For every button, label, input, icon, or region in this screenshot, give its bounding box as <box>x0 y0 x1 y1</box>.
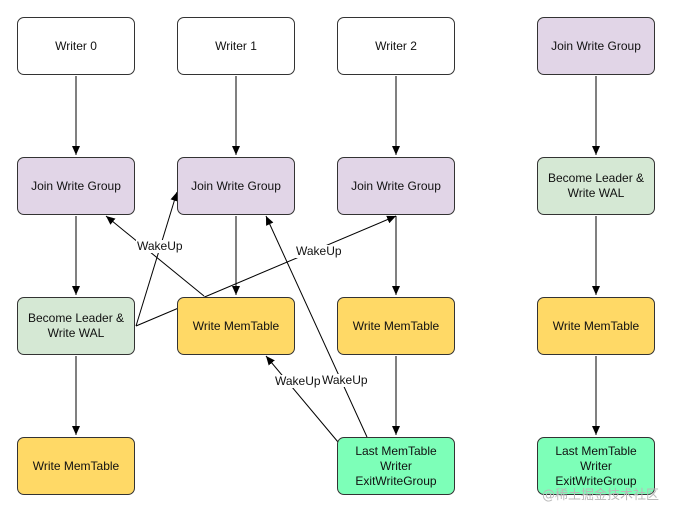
edge-last2-memtable1 <box>265 355 339 443</box>
node-write-memtable-3[interactable]: Write MemTable <box>537 297 655 355</box>
node-last-memtable-writer-3[interactable]: Last MemTable Writer ExitWriteGroup <box>537 437 655 495</box>
node-write-memtable-2[interactable]: Write MemTable <box>337 297 455 355</box>
node-last-memtable-writer-3-label: Last MemTable Writer ExitWriteGroup <box>555 443 637 488</box>
node-writer-2-label: Writer 2 <box>375 38 417 53</box>
node-join-write-group-1[interactable]: Join Write Group <box>177 157 295 215</box>
node-join-write-group-0-label: Join Write Group <box>31 178 121 193</box>
node-writer-2[interactable]: Writer 2 <box>337 17 455 75</box>
node-writer-0-label: Writer 0 <box>55 38 97 53</box>
edge-last2-join1 <box>265 215 368 438</box>
node-writer-1-label: Writer 1 <box>215 38 257 53</box>
node-join-write-group-2-label: Join Write Group <box>351 178 441 193</box>
node-join-write-group-3[interactable]: Join Write Group <box>537 17 655 75</box>
watermark: @稀土掘金技术社区 <box>541 488 659 503</box>
edge-label-wakeup-a: WakeUp <box>136 239 184 253</box>
node-become-leader-0[interactable]: Become Leader & Write WAL <box>17 297 135 355</box>
edge-label-wakeup-c: WakeUp <box>274 374 322 388</box>
node-write-memtable-2-label: Write MemTable <box>352 318 440 333</box>
node-join-write-group-1-label: Join Write Group <box>191 178 281 193</box>
node-writer-0[interactable]: Writer 0 <box>17 17 135 75</box>
node-write-memtable-1[interactable]: Write MemTable <box>177 297 295 355</box>
node-last-memtable-writer-2[interactable]: Last MemTable Writer ExitWriteGroup <box>337 437 455 495</box>
edge-label-wakeup-b: WakeUp <box>295 244 343 258</box>
edge-leader0-join1 <box>135 191 179 327</box>
node-last-memtable-writer-2-label: Last MemTable Writer ExitWriteGroup <box>355 443 437 488</box>
node-become-leader-3[interactable]: Become Leader & Write WAL <box>537 157 655 215</box>
edge-label-wakeup-d: WakeUp <box>321 373 369 387</box>
node-write-memtable-0-label: Write MemTable <box>32 458 120 473</box>
node-join-write-group-0[interactable]: Join Write Group <box>17 157 135 215</box>
node-writer-1[interactable]: Writer 1 <box>177 17 295 75</box>
edge-memtable1-join0 <box>105 215 205 297</box>
node-become-leader-3-label: Become Leader & Write WAL <box>547 171 645 200</box>
node-write-memtable-3-label: Write MemTable <box>552 318 640 333</box>
node-join-write-group-3-label: Join Write Group <box>551 38 641 53</box>
node-join-write-group-2[interactable]: Join Write Group <box>337 157 455 215</box>
node-write-memtable-1-label: Write MemTable <box>192 318 280 333</box>
node-write-memtable-0[interactable]: Write MemTable <box>17 437 135 495</box>
node-become-leader-0-label: Become Leader & Write WAL <box>27 311 125 340</box>
